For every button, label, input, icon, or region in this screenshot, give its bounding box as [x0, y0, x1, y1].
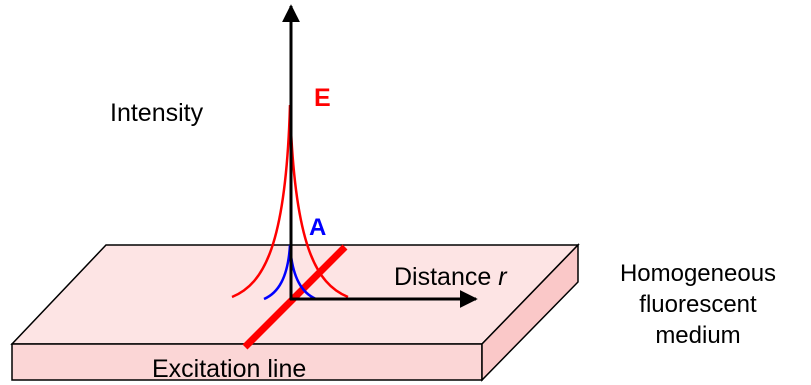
- intensity-label: Intensity: [110, 99, 204, 127]
- distance-label: Distance r: [394, 263, 508, 291]
- distance-label-text: Distance: [394, 263, 498, 291]
- medium-label-line1: Homogeneous: [620, 260, 776, 287]
- curve-a-label: A: [309, 214, 326, 241]
- medium-label-line3: medium: [655, 322, 740, 349]
- distance-variable: r: [498, 263, 508, 291]
- excitation-line: [242, 244, 348, 350]
- medium-label-line2: fluorescent: [639, 291, 757, 318]
- slab-side-face: [481, 243, 579, 382]
- excitation-line-label: Excitation line: [152, 355, 306, 383]
- curve-e-label: E: [314, 84, 331, 112]
